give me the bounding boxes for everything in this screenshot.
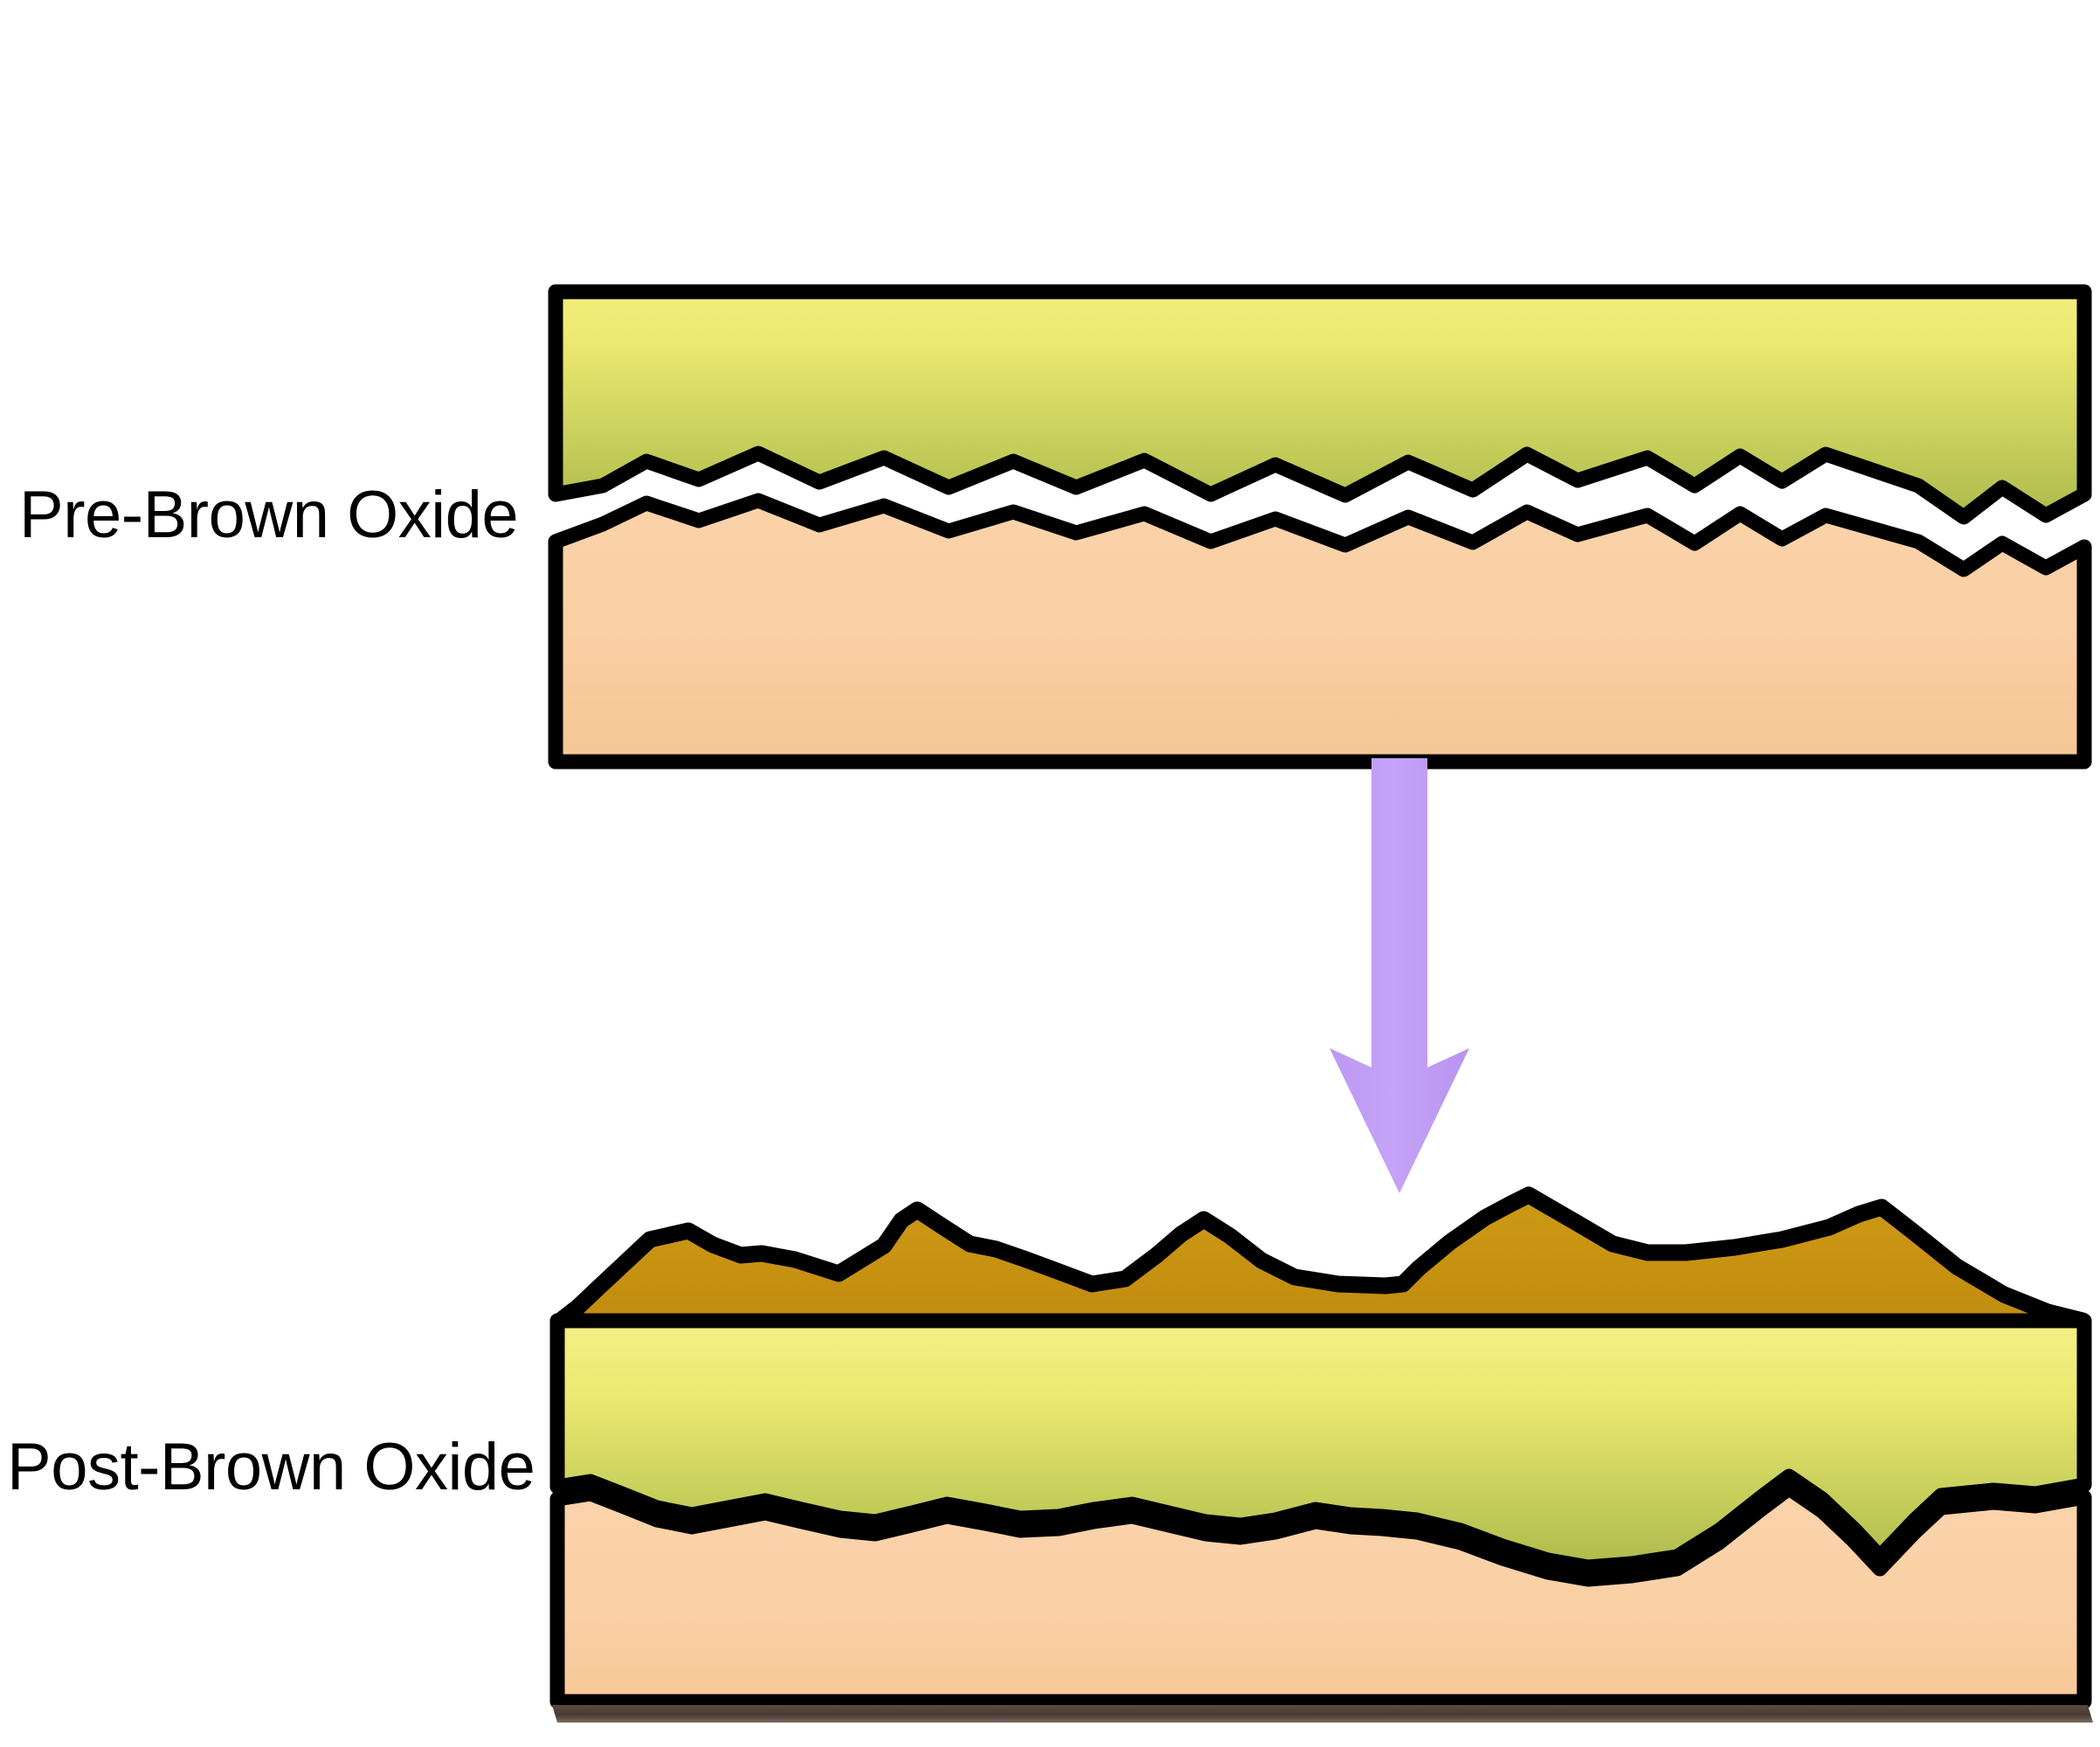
post-base-shadow	[552, 1705, 2093, 1723]
pre-brown-oxide-label: Pre-Brown Oxide	[19, 478, 519, 552]
arrow-shape	[1330, 758, 1469, 1193]
pre-prepreg-substrate-layer	[548, 493, 2092, 770]
pre-copper-foil-layer	[548, 284, 2092, 525]
post-copper-foil-layer	[549, 1313, 2092, 1575]
post-brown-oxide-label: Post-Brown Oxide	[7, 1430, 535, 1504]
post-brown-oxide-coating	[554, 1186, 2091, 1333]
panel-pre-brown-oxide	[548, 284, 2092, 770]
process-flow-arrow	[1330, 758, 1469, 1193]
post-prepreg-substrate-layer	[549, 1481, 2092, 1709]
panel-post-brown-oxide	[549, 1186, 2093, 1723]
